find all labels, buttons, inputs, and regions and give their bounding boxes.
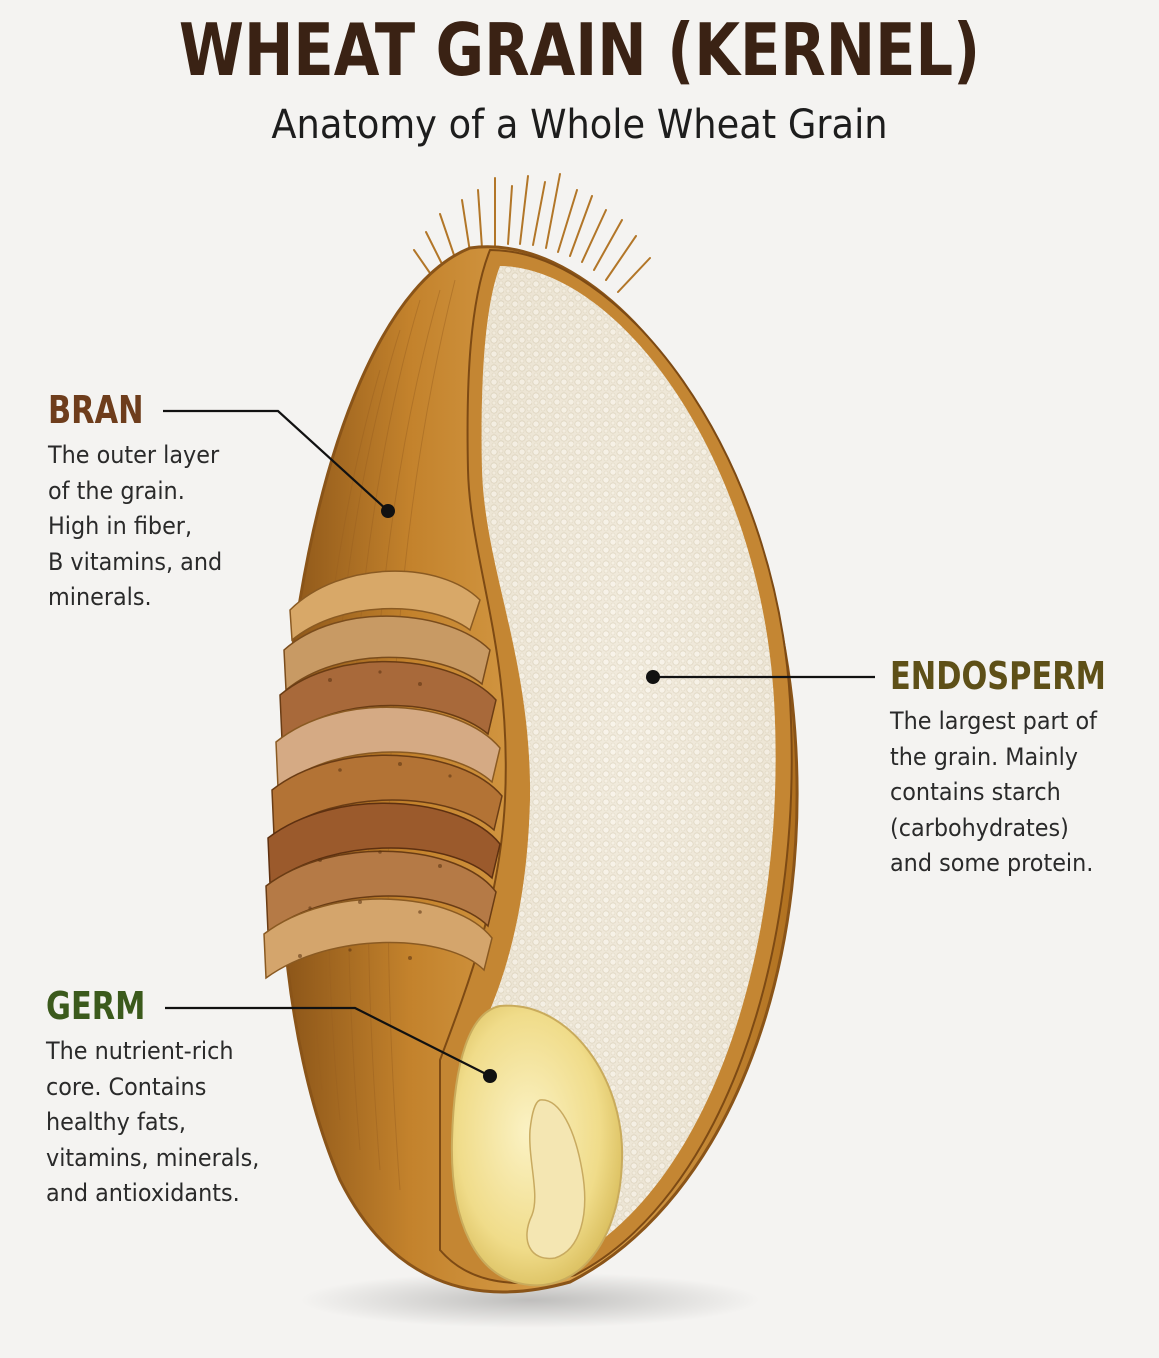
germ-label: GERM The nutrient-rich core. Contains he…	[46, 984, 275, 1212]
endosperm-label: ENDOSPERM The largest part of the grain.…	[890, 654, 1159, 882]
endosperm-pointer-dot	[646, 670, 660, 684]
bran-description: The outer layer of the grain. High in fi…	[48, 438, 222, 616]
endosperm-description: The largest part of the grain. Mainly co…	[890, 704, 1141, 882]
bran-label: BRAN The outer layer of the grain. High …	[48, 388, 235, 616]
germ-pointer-dot	[483, 1069, 497, 1083]
bran-heading: BRAN	[48, 388, 198, 432]
germ-heading: GERM	[46, 984, 230, 1028]
endosperm-heading: ENDOSPERM	[890, 654, 1106, 698]
bran-pointer-dot	[381, 504, 395, 518]
germ-description: The nutrient-rich core. Contains healthy…	[46, 1034, 259, 1212]
